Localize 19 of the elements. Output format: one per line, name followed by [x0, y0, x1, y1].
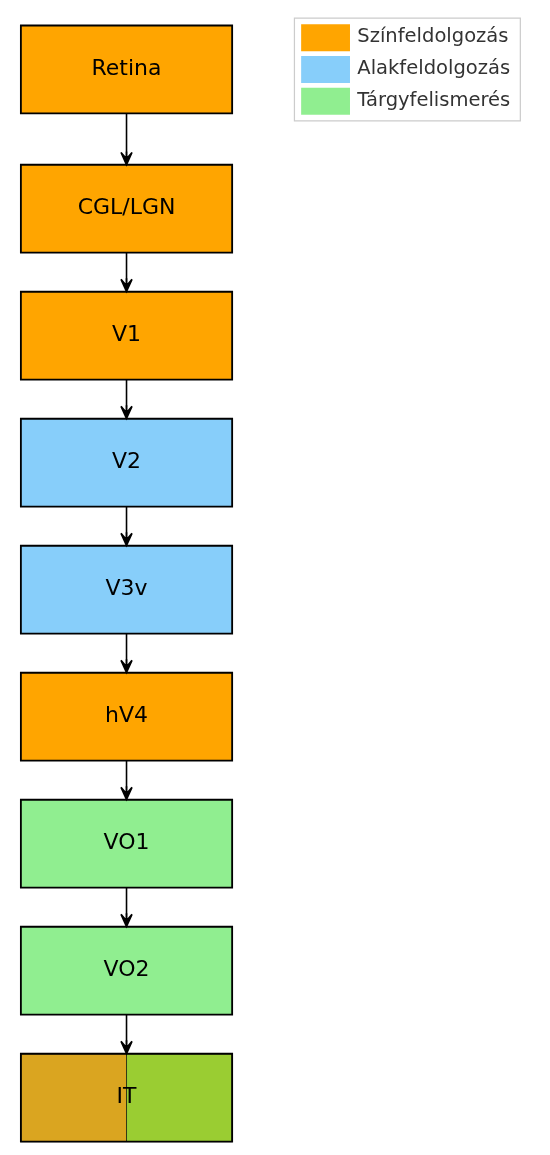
- arrow: [119, 887, 133, 928]
- arrow: [119, 506, 133, 547]
- node-box: V2: [19, 417, 233, 508]
- node-box: Retina: [19, 24, 233, 115]
- arrow: [119, 760, 133, 801]
- arrow: [119, 379, 133, 420]
- legend-label: Tárgyfelismerés: [356, 87, 510, 111]
- node-box: VO2: [19, 925, 233, 1016]
- node-box: VO1: [19, 798, 233, 889]
- arrow: [119, 112, 133, 166]
- node-box: hV4: [19, 671, 233, 762]
- legend-label: Alakfeldolgozás: [356, 56, 510, 80]
- node-box: CGL/LGN: [19, 163, 233, 254]
- arrow: [119, 633, 133, 674]
- node-box: V3v: [19, 544, 233, 635]
- arrow: [119, 252, 133, 293]
- legend-label: Színfeldolgozás: [356, 24, 508, 48]
- node-box: V1: [19, 290, 233, 381]
- arrow: [119, 1014, 133, 1055]
